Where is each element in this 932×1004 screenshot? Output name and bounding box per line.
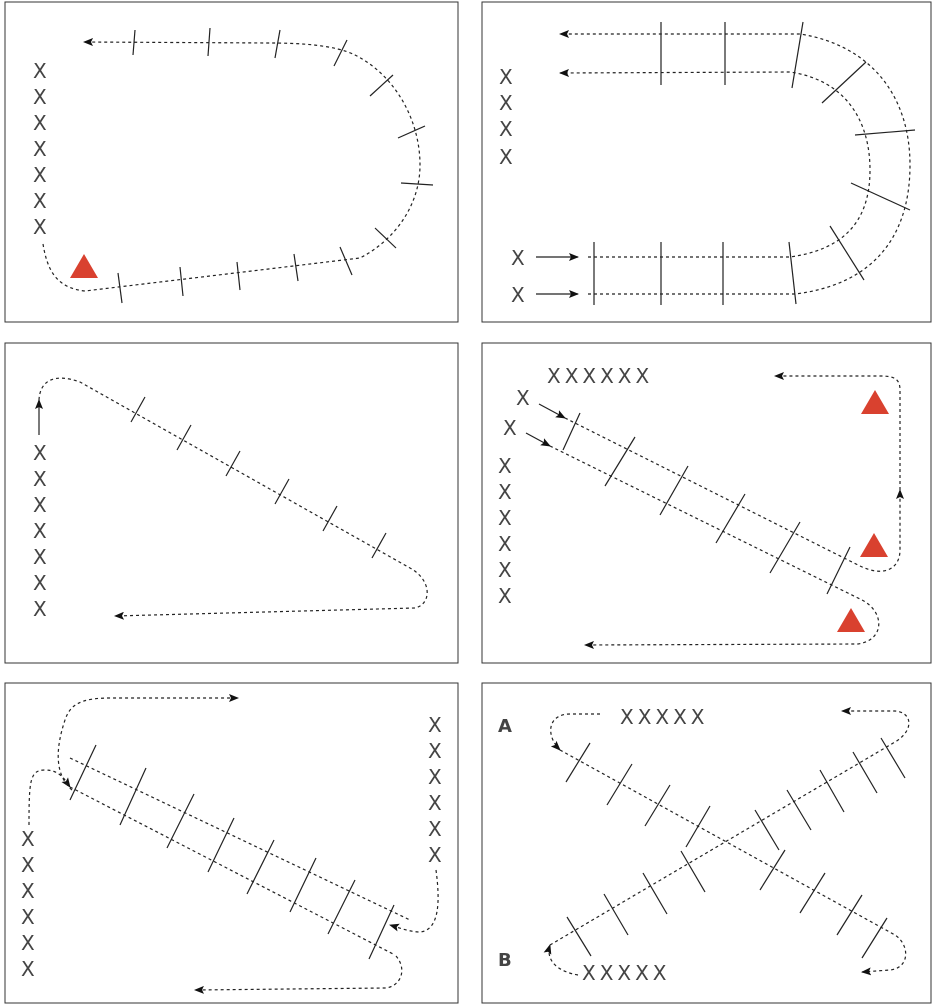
panel-2: X X X X X X xyxy=(481,1,932,323)
panel-4-lower-path xyxy=(549,445,880,649)
player-x: X xyxy=(33,597,47,621)
panel-3-players: X X X X X X X xyxy=(33,441,47,621)
player-x: X xyxy=(498,480,512,504)
panel-5-upper-lane xyxy=(69,757,411,921)
panel-6-diagonal-a-path xyxy=(559,749,907,976)
player-x: X xyxy=(498,532,512,556)
player-x: X xyxy=(498,506,512,530)
panel-5-bottom-exit-path xyxy=(194,955,403,994)
panel-3-run-path xyxy=(38,377,428,620)
cone-icon xyxy=(70,254,98,278)
player-x: X xyxy=(33,189,47,213)
player-x: X xyxy=(33,215,47,239)
panel-6-b-entry-path xyxy=(543,944,579,976)
player-x: X xyxy=(33,85,47,109)
player-x: X xyxy=(498,558,512,582)
player-x: X xyxy=(499,91,513,115)
panel-4-return-path xyxy=(774,372,901,490)
panel-5-ticks xyxy=(69,744,395,960)
player-x: X xyxy=(33,493,47,517)
panel-5-top-exit-path xyxy=(57,694,239,791)
panel-6: A B XXXXX XXXXX xyxy=(481,682,932,1004)
player-row: XXXXX xyxy=(582,961,671,985)
panel-3: X X X X X X X xyxy=(4,342,459,664)
panel-2-outer-path xyxy=(559,68,871,258)
cone-icon xyxy=(861,390,889,414)
cone-icon xyxy=(860,533,888,557)
panel-5-left-entry-path xyxy=(28,769,71,826)
player-x: X xyxy=(428,765,442,789)
player-x: X xyxy=(516,386,530,410)
player-x: X xyxy=(499,65,513,89)
panel-1-run-path xyxy=(42,38,421,292)
player-x: X xyxy=(33,571,47,595)
player-x: X xyxy=(428,791,442,815)
player-x: X xyxy=(498,454,512,478)
player-x: X xyxy=(428,739,442,763)
panel-1-frame xyxy=(4,1,459,323)
panel-6-a-entry-path xyxy=(550,713,600,751)
panel-5-right-entry-path xyxy=(389,869,439,933)
panel-6-frame xyxy=(481,682,932,1004)
player-row: XXXXXX xyxy=(547,364,653,388)
player-x: X xyxy=(33,467,47,491)
panel-4-upper-path xyxy=(564,417,904,572)
player-x: X xyxy=(21,827,35,851)
player-x: X xyxy=(33,519,47,543)
player-x: X xyxy=(33,545,47,569)
player-x: X xyxy=(33,111,47,135)
player-x: X xyxy=(499,117,513,141)
panel-3-ticks xyxy=(130,396,387,559)
panel-4: XXXXXX X X X X X X X X xyxy=(481,342,932,664)
player-x: X xyxy=(511,283,525,307)
player-x: X xyxy=(428,713,442,737)
player-x: X xyxy=(21,853,35,877)
panel-3-frame xyxy=(4,342,459,664)
player-x: X xyxy=(503,416,517,440)
player-x: X xyxy=(33,441,47,465)
panel-5: X X X X X X X X X X X X xyxy=(4,682,459,1004)
player-x: X xyxy=(33,163,47,187)
player-x: X xyxy=(511,246,525,270)
panel-6-diagonal-b-path xyxy=(549,707,910,946)
panel-1-ticks xyxy=(117,27,434,304)
panel-2-ticks xyxy=(593,21,916,305)
panel-4-ticks xyxy=(562,412,851,595)
player-x: X xyxy=(33,59,47,83)
panel-5-lower-lane xyxy=(69,786,396,956)
cone-icon xyxy=(837,608,865,632)
player-x: X xyxy=(428,843,442,867)
start-arrow xyxy=(538,403,566,419)
player-x: X xyxy=(21,905,35,929)
player-x: X xyxy=(428,817,442,841)
panel-4-frame xyxy=(481,342,932,664)
panel-4-players: X X X X X X X X xyxy=(498,386,530,608)
panel-2-inner-path xyxy=(559,30,911,295)
start-arrow xyxy=(525,432,551,447)
point-label-a: A xyxy=(498,716,512,737)
panel-5-right-players: X X X X X X xyxy=(428,713,442,867)
player-x: X xyxy=(21,957,35,981)
panel-2-frame xyxy=(481,1,932,323)
player-row: XXXXX xyxy=(620,705,709,729)
player-x: X xyxy=(21,879,35,903)
player-x: X xyxy=(21,931,35,955)
panel-1: X X X X X X X xyxy=(4,1,459,323)
panel-1-players: X X X X X X X xyxy=(33,59,47,239)
player-x: X xyxy=(33,137,47,161)
panel-6-ticks xyxy=(565,737,906,959)
panel-5-left-players: X X X X X X xyxy=(21,827,35,981)
player-x: X xyxy=(499,145,513,169)
point-label-b: B xyxy=(498,950,512,971)
player-x: X xyxy=(498,584,512,608)
panel-5-frame xyxy=(4,682,459,1004)
panel-2-players: X X X X X X xyxy=(499,65,525,307)
